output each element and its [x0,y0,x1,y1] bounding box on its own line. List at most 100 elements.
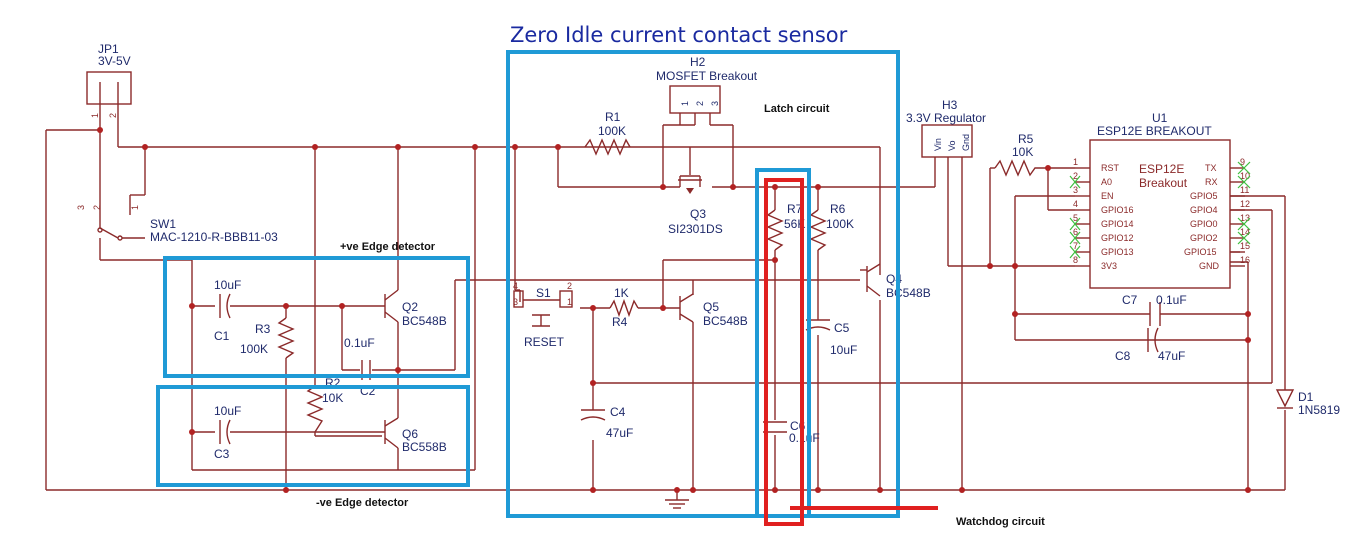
r3-ref: R3 [255,322,271,336]
h3-ref: H3 [942,98,958,112]
r4-ref: R4 [612,315,628,329]
u1-num-11: 11 [1240,185,1249,195]
u1-num-12: 12 [1240,199,1250,209]
module-u1: U1 ESP12E BREAKOUT ESP12E Breakout RST A… [1069,111,1251,289]
highlight-main-box [506,50,900,518]
wires [45,113,1286,491]
r1-ref: R1 [605,110,621,124]
u1-value: ESP12E BREAKOUT [1097,124,1212,138]
diode-d1: D1 1N5819 [1275,389,1340,417]
r5-ref: R5 [1018,132,1034,146]
c3-value: 10uF [214,404,241,418]
highlight-watchdog-inner-box [755,168,811,518]
u1-num-2: 2 [1073,171,1078,181]
u1-pin-gpio14: GPIO14 [1101,219,1134,229]
u1-num-6: 6 [1073,227,1078,237]
u1-num-13: 13 [1240,213,1250,223]
u1-ref: U1 [1152,111,1168,125]
r6-ref: R6 [830,202,846,216]
q3-value: SI2301DS [668,222,723,236]
resistor-r3: R3 100K [240,317,295,359]
no-connect-markers [1069,161,1251,259]
u1-pin-gpio0: GPIO0 [1190,219,1218,229]
resistor-r4: 1K R4 [609,286,639,329]
connector-jp1: JP1 3V-5V 1 2 [86,42,132,118]
h3-pin-gnd: Gnd [961,134,971,151]
capacitor-c6: C6 0.1uF [763,419,820,445]
resistor-r6: R6 100K [809,202,854,251]
junction-dots [97,127,1251,493]
c8-value: 47uF [1158,349,1185,363]
r5-value: 10K [1012,145,1033,159]
jp1-ref: JP1 [98,42,119,56]
sw1-p1: 1 [130,205,140,210]
r4-value: 1K [614,286,629,300]
r1-value: 100K [598,124,626,138]
u1-pin-en: EN [1101,191,1114,201]
q6-value: BC558B [402,440,447,454]
q6-ref: Q6 [402,427,418,441]
h3-pin-vin: Vin [933,138,943,151]
capacitor-c3: 10uF C3 [214,404,241,461]
h2-pin3: 3 [710,101,720,106]
c8-ref: C8 [1115,349,1131,363]
sw1-p3: 3 [76,205,86,210]
q5-value: BC548B [703,314,748,328]
transistor-q5: Q5 BC548B [679,293,748,328]
highlight-neg-edge-box [156,385,470,487]
c6-value: 0.1uF [789,431,820,445]
header-h3: H3 3.3V Regulator Vin Vo Gnd [906,98,986,158]
switch-s1: S1 RESET 2 1 4 3 [513,281,573,349]
u1-num-1: 1 [1073,157,1078,167]
u1-num-9: 9 [1240,157,1245,167]
u1-name: ESP12E [1139,162,1184,176]
h2-ref: H2 [690,55,706,69]
q3-ref: Q3 [690,207,706,221]
c1-ref: C1 [214,329,230,343]
note-neg-edge: -ve Edge detector [316,497,409,509]
jp1-value: 3V-5V [98,54,131,68]
s1-p1: 1 [567,297,572,307]
capacitor-c8: C8 47uF [1115,327,1185,363]
u1-pin-rx: RX [1205,177,1218,187]
c7-ref: C7 [1122,293,1138,307]
d1-value: 1N5819 [1298,403,1340,417]
h3-value: 3.3V Regulator [906,111,986,125]
resistor-r7: R7 56K [766,202,805,251]
r3-value: 100K [240,342,268,356]
s1-p4: 4 [513,281,518,291]
u1-num-5: 5 [1073,213,1078,223]
u1-pin-gpio4: GPIO4 [1190,205,1218,215]
mosfet-q3: Q3 SI2301DS [668,175,723,236]
s1-value: RESET [524,335,565,349]
r6-value: 100K [826,217,854,231]
capacitor-c5: C5 10uF [805,319,857,357]
c4-ref: C4 [610,405,626,419]
u1-pin-3v3: 3V3 [1101,261,1117,271]
jp1-pin2: 2 [108,113,118,118]
sw1-p2: 2 [92,205,102,210]
transistor-q6: Q6 BC558B [384,417,447,454]
u1-pin-gpio13: GPIO13 [1101,247,1134,257]
transistor-q2: Q2 BC548B [384,289,447,328]
capacitor-c4: C4 47uF [580,405,633,440]
jp1-pin1: 1 [90,113,100,118]
note-pos-edge: +ve Edge detector [340,241,436,253]
c7-value: 0.1uF [1156,293,1187,307]
c1-value: 10uF [214,278,241,292]
u1-pin-gpio12: GPIO12 [1101,233,1134,243]
highlight-boxes [156,50,938,526]
u1-num-3: 3 [1073,185,1078,195]
transistor-q4: Q4 BC548B [860,263,931,300]
u1-pin-gpio15: GPIO15 [1184,247,1217,257]
resistor-r5: R5 10K [990,132,1040,177]
capacitor-c1: 10uF C1 [214,278,241,343]
c2-value: 0.1uF [344,336,375,350]
sw1-value: MAC-1210-R-BBB11-03 [150,230,278,244]
u1-pin-a0: A0 [1101,177,1112,187]
u1-sub: Breakout [1139,176,1188,190]
u1-num-8: 8 [1073,255,1078,265]
capacitor-c7: C7 0.1uF [1122,293,1187,326]
